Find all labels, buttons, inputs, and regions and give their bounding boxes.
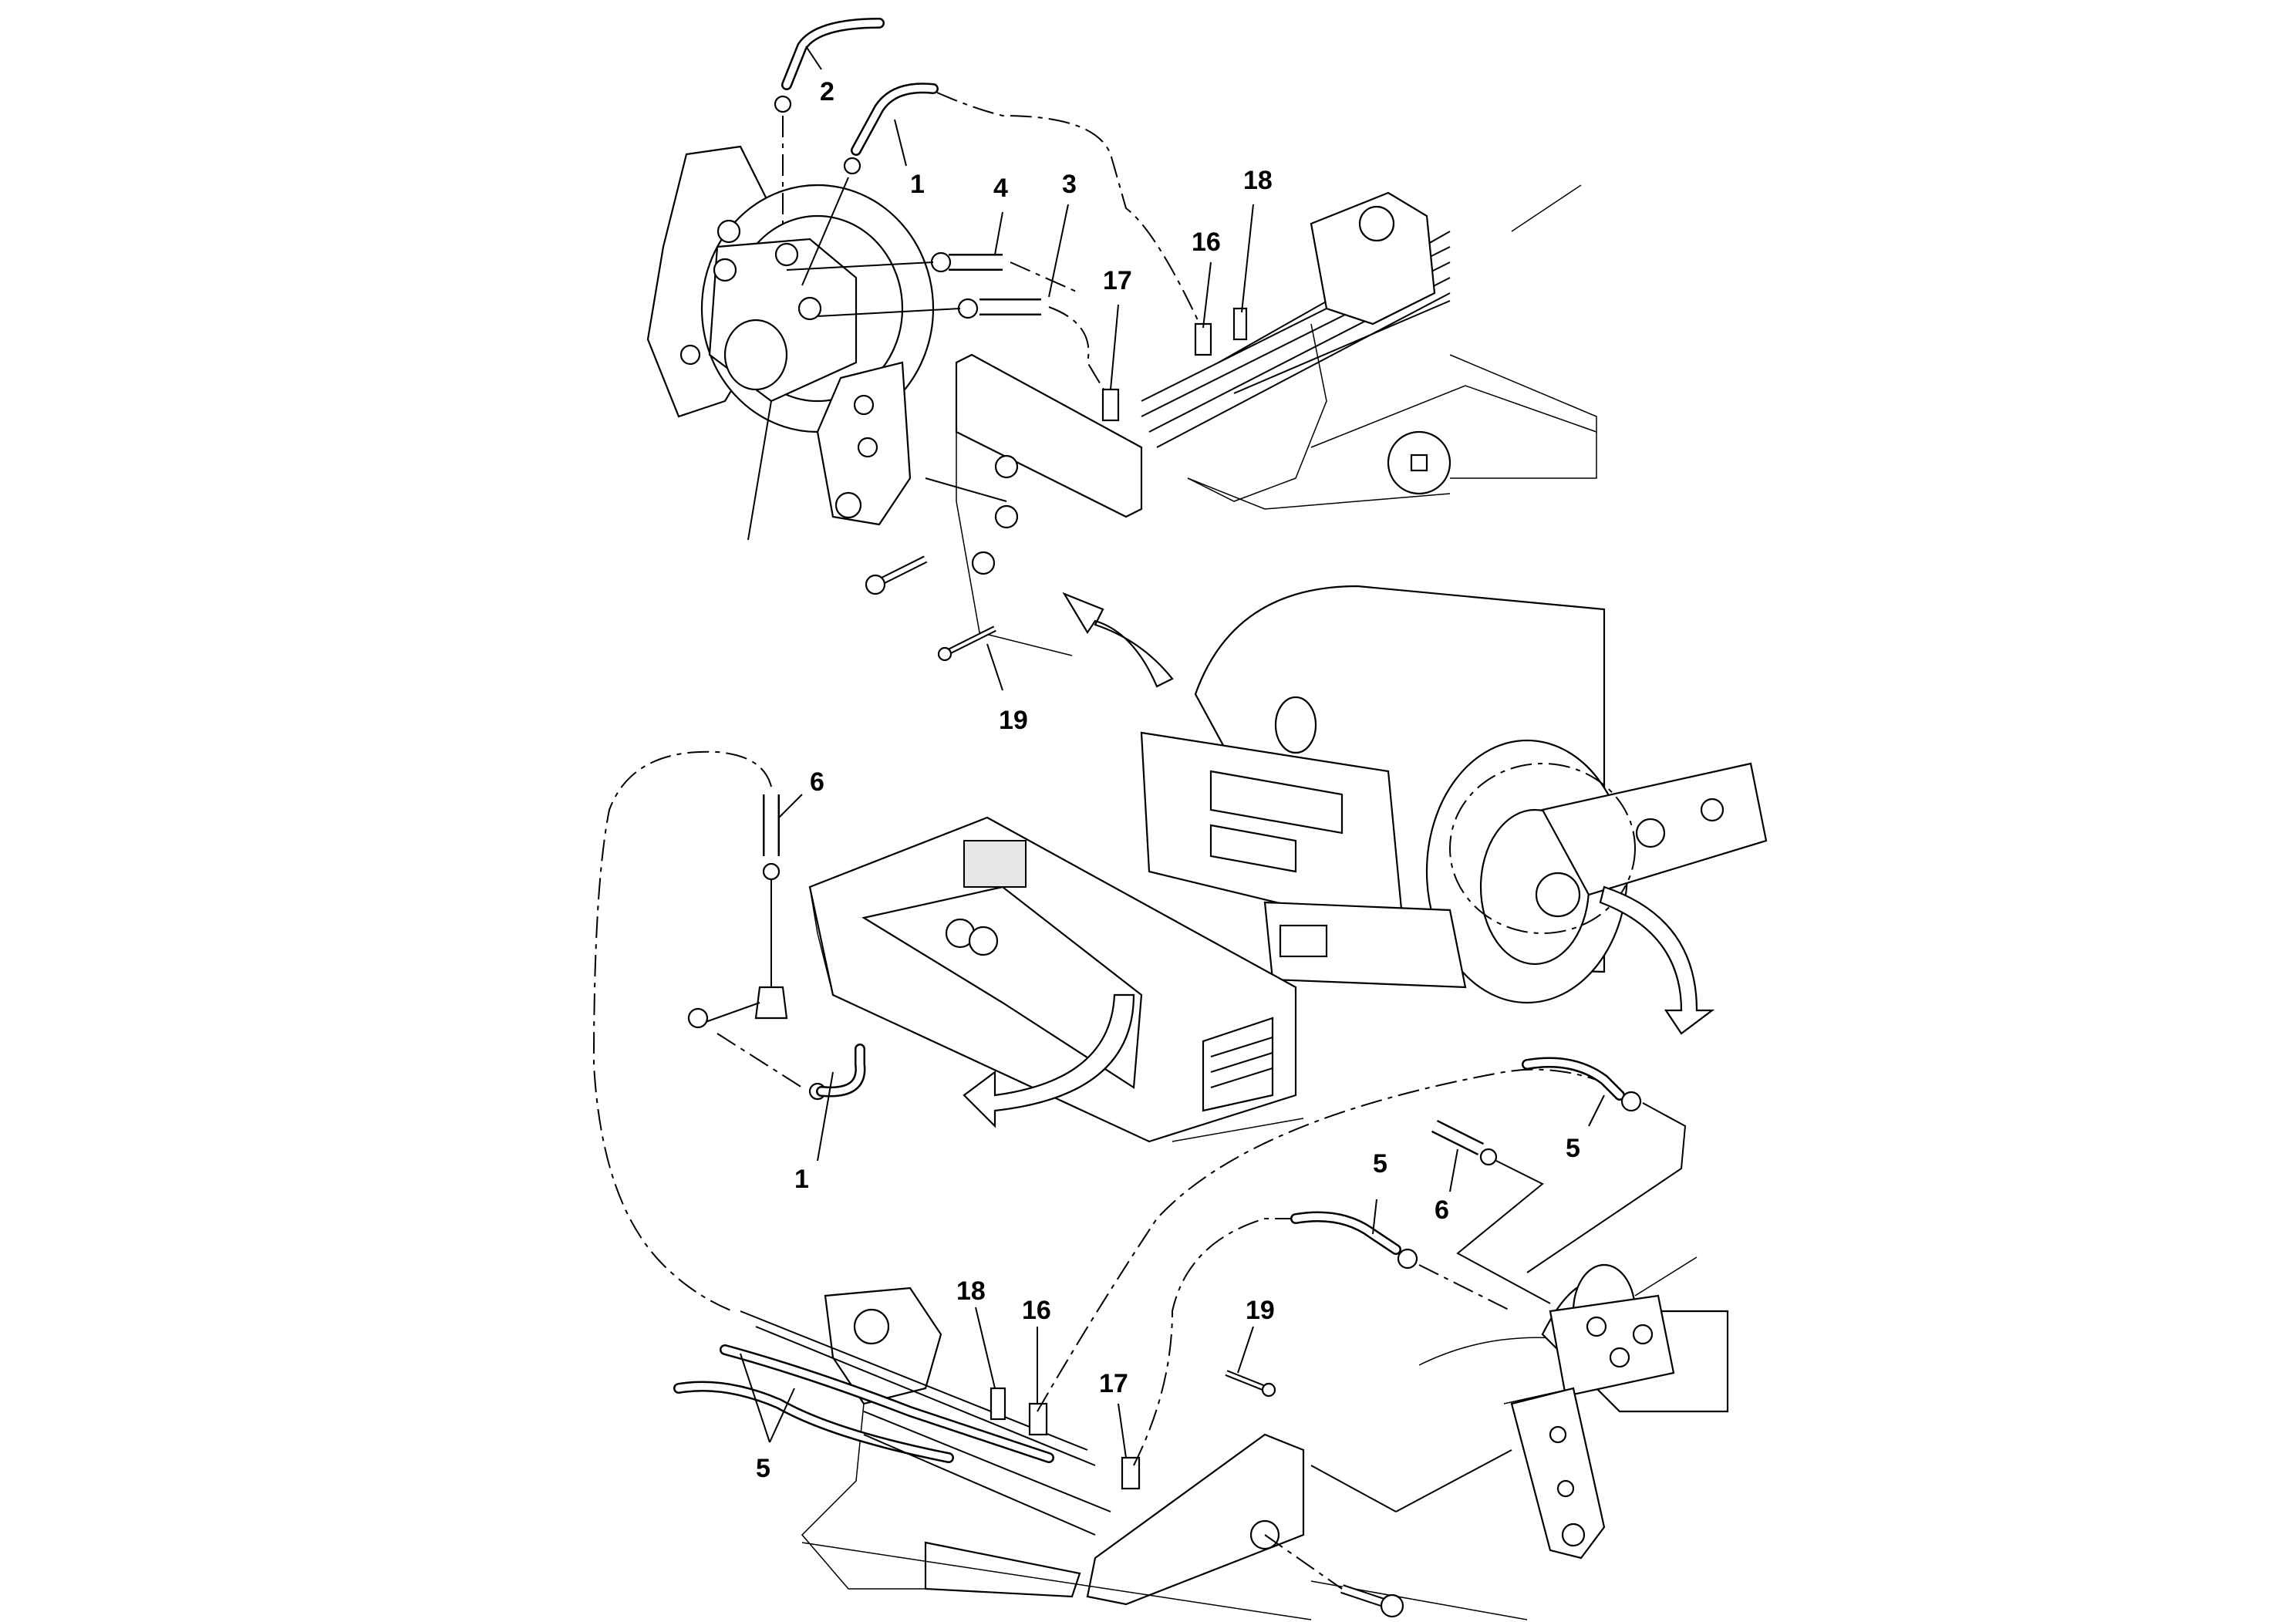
bolt-19-top (937, 626, 996, 662)
clamp-16-top (1194, 322, 1212, 356)
callout-bot-5-middle: 5 (1373, 1149, 1387, 1179)
clamp-18-bottom (990, 1387, 1006, 1421)
hose-1-middle (687, 1002, 866, 1101)
frame-plate (955, 353, 1143, 518)
callout-bot-17: 17 (1099, 1369, 1128, 1398)
callout-bot-6: 6 (1435, 1195, 1449, 1225)
callout-top-2: 2 (820, 77, 834, 106)
direction-arrow-top (1062, 592, 1174, 688)
chassis-frame (1140, 731, 1467, 989)
hose-6-middle (592, 750, 788, 1312)
callout-top-18: 18 (1243, 166, 1273, 195)
hose-3 (817, 298, 1111, 402)
callout-bot-18: 18 (956, 1276, 986, 1306)
callout-top-19: 19 (999, 706, 1028, 735)
clamp-16-bottom (1028, 1402, 1048, 1436)
callout-bot-5-left: 5 (756, 1454, 770, 1483)
hose-2 (774, 18, 885, 224)
callout-mid-6: 6 (810, 767, 824, 797)
callout-top-3: 3 (1062, 170, 1077, 199)
callout-bot-16: 16 (1022, 1296, 1051, 1325)
hose-5-middle (1290, 1211, 1512, 1312)
bolt-lower (1264, 1534, 1404, 1618)
clamp-17-top (1101, 388, 1120, 422)
hose-6-bottom (1431, 1119, 1551, 1304)
hose-1-top (801, 83, 1204, 332)
bolt-upper (865, 555, 928, 595)
frame-bracket-right (1310, 191, 1436, 325)
top-assembly (646, 18, 1597, 662)
callout-top-16: 16 (1192, 228, 1221, 257)
callout-labels: 2 1 4 3 18 16 17 19 6 1 5 5 6 18 16 19 1… (756, 77, 1580, 1483)
support-bracket-bottom (1510, 1387, 1606, 1560)
callout-mid-1: 1 (794, 1165, 809, 1194)
callout-top-1: 1 (910, 170, 925, 199)
drive-motor-bottom (1310, 1256, 1729, 1560)
hose-5-upper (1522, 1057, 1687, 1273)
callout-top-4: 4 (993, 174, 1008, 203)
bolt-19-bottom (1225, 1370, 1276, 1398)
clamp-17-bottom (1121, 1456, 1141, 1490)
rear-frame (808, 816, 1304, 1143)
middle-assembly (592, 585, 1768, 1312)
callout-top-17: 17 (1103, 266, 1132, 295)
callout-bot-5-upper: 5 (1566, 1134, 1580, 1163)
callout-bot-19: 19 (1246, 1296, 1275, 1325)
clamp-18-top (1232, 307, 1248, 341)
hose-4 (786, 251, 1081, 294)
direction-arrow-left (963, 993, 1135, 1128)
leader-lines (740, 46, 1605, 1458)
direction-arrow-right (1599, 885, 1715, 1035)
